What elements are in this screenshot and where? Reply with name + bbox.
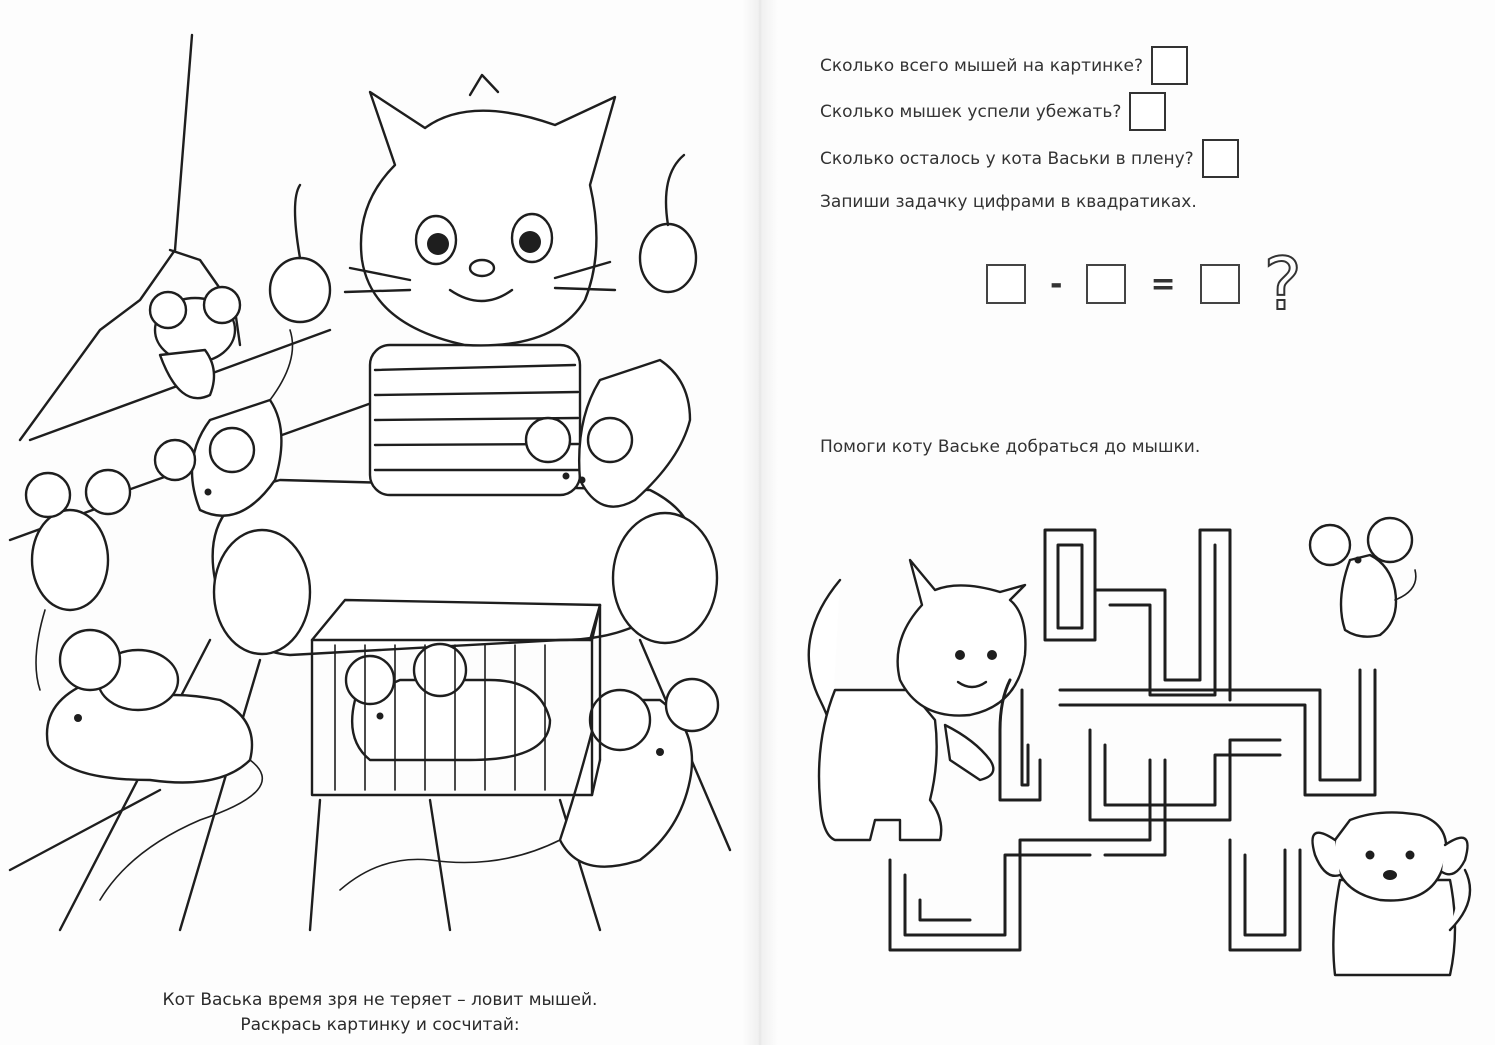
cat-with-mice-illustration [8,33,732,932]
cat-character [211,73,719,657]
mouse-far-left [24,468,132,691]
minus-sign: - [1050,266,1063,302]
right-page: Сколько всего мышей на картинке? Сколько… [760,0,1495,1045]
question-captured-mice-text: Сколько осталось у кота Васьки в плену? [820,148,1194,169]
kitten-character [807,558,1027,842]
equation-box-1[interactable] [986,264,1026,304]
question-escaped-mice-text: Сколько мышек успели убежать? [820,101,1122,122]
answer-box-captured-mice[interactable] [1201,139,1239,178]
equation-row: - = ? [986,242,1303,326]
question-escaped-mice: Сколько мышек успели убежать? [820,92,1167,131]
mouse-held-left [153,329,294,517]
maze-illustration [807,516,1472,977]
mouse-held-right [524,358,692,508]
caption-line-2: Раскрась картинку и сосчитай: [240,1015,520,1035]
wooden-cage [310,598,602,797]
mice-group [24,285,720,901]
maze-paths [888,528,1377,952]
maze-prompt: Помоги коту Ваське добраться до мышки. [820,437,1201,457]
answer-box-total-mice[interactable] [1151,46,1188,85]
equation-box-3[interactable] [1199,264,1240,304]
mouse-running-left [45,628,264,901]
question-total-mice: Сколько всего мышей на картинке? [820,46,1188,85]
book-spine-shadow [742,0,778,1045]
answer-box-escaped-mice[interactable] [1129,92,1167,131]
equation-box-2[interactable] [1086,264,1127,304]
equals-sign: = [1150,266,1176,302]
mouse-in-cage [344,642,552,762]
question-captured-mice: Сколько осталось у кота Васьки в плену? [820,139,1239,178]
left-caption: Кот Васька время зря не теряет – ловит м… [120,988,640,1038]
caption-line-1: Кот Васька время зря не теряет – ловит м… [162,990,598,1010]
puppy-character [1311,811,1472,977]
mouse-top-left [148,285,242,400]
equation-instruction: Запиши задачку цифрами в квадратиках. [820,192,1197,212]
question-mark: ? [1263,242,1303,326]
maze-mouse [1308,516,1417,638]
question-total-mice-text: Сколько всего мышей на картинке? [820,55,1143,76]
left-page: Кот Васька время зря не теряет – ловит м… [8,33,732,1038]
